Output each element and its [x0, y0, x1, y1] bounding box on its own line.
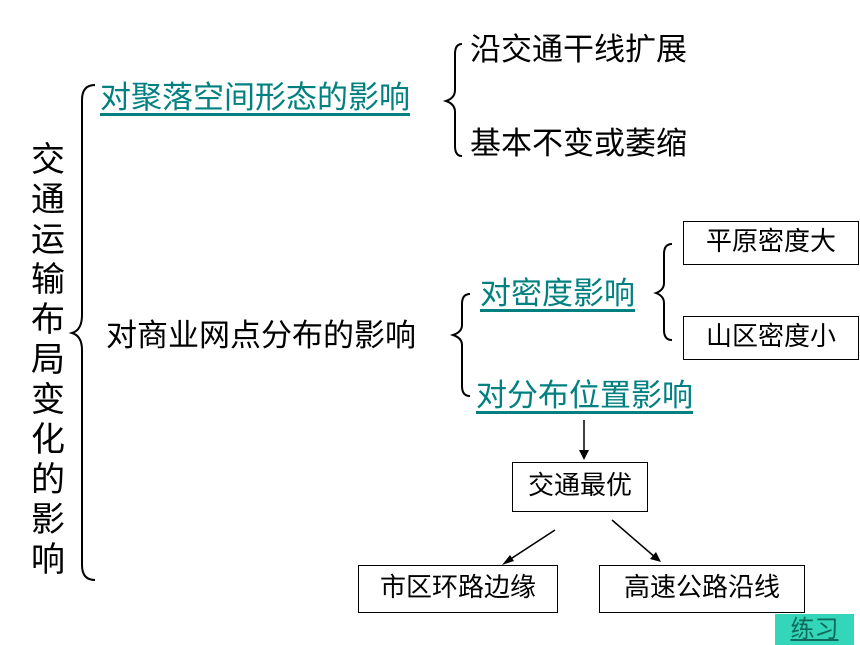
arrow-left: [505, 529, 556, 563]
location-impact-link[interactable]: 对分布位置影响: [476, 378, 693, 414]
arrow-left-head: [502, 555, 514, 565]
exercise-button[interactable]: 练习: [775, 614, 854, 645]
commercial-impact-label: 对商业网点分布的影响: [106, 318, 416, 354]
mountain-density-box: 山区密度小: [683, 316, 859, 360]
ring-road-edge-box: 市区环路边缘: [358, 565, 558, 613]
arrow-down-head: [579, 450, 589, 460]
root-brace: [68, 84, 96, 581]
settlement-impact-link[interactable]: 对聚落空间形态的影响: [100, 80, 410, 116]
unchanged-or-shrink: 基本不变或萎缩: [470, 126, 687, 162]
density-brace: [653, 243, 673, 341]
branch1-brace: [442, 43, 463, 157]
branch2-brace: [449, 293, 471, 397]
best-transport-box: 交通最优: [512, 462, 648, 512]
density-impact-link[interactable]: 对密度影响: [480, 276, 635, 312]
expand-along-lines: 沿交通干线扩展: [470, 32, 687, 68]
arrow-right-head: [650, 552, 661, 562]
highway-along-box: 高速公路沿线: [599, 565, 805, 613]
arrow-right: [611, 519, 657, 559]
root-title: 交 通 运 输 布 局 变 化 的 影 响: [31, 140, 65, 580]
plain-density-box: 平原密度大: [683, 221, 859, 265]
